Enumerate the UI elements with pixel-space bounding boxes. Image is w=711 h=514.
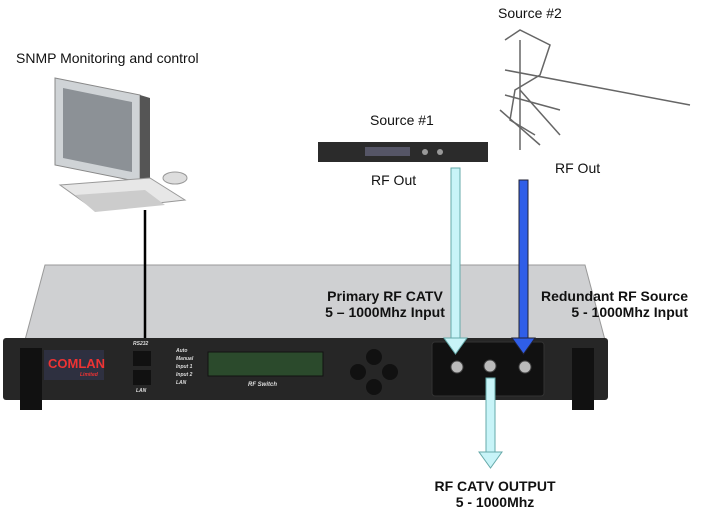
output-arrow bbox=[478, 377, 503, 469]
redundant-line2: 5 - 1000Mhz Input bbox=[571, 304, 688, 320]
source1-out-label: RF Out bbox=[371, 172, 417, 188]
lcd-display bbox=[207, 351, 324, 377]
led-input2: Input 2 bbox=[176, 372, 193, 378]
port-lan-label: LAN bbox=[136, 388, 147, 394]
primary-input-arrow bbox=[443, 167, 468, 355]
source1-device bbox=[318, 142, 488, 162]
led-manual: Manual bbox=[176, 356, 194, 362]
redundant-line1: Redundant RF Source bbox=[540, 288, 688, 304]
port-rs232-label: RS232 bbox=[133, 341, 149, 347]
display-caption: RF Switch bbox=[248, 382, 278, 388]
led-input1: Input 1 bbox=[176, 364, 193, 370]
antenna-illustration bbox=[499, 29, 691, 150]
primary-line2: 5 – 1000Mhz Input bbox=[325, 304, 445, 320]
brand-text: COMLAN bbox=[48, 356, 106, 371]
source2-label: Source #2 bbox=[498, 5, 562, 21]
brand-sub: Limited bbox=[80, 372, 98, 378]
brand-logo bbox=[44, 350, 104, 380]
redundant-input-arrow bbox=[511, 179, 536, 355]
primary-input-label: Primary RF CATV 5 – 1000Mhz Input bbox=[300, 288, 470, 320]
computer-illustration bbox=[54, 77, 188, 212]
output-line2: 5 - 1000Mhz bbox=[455, 494, 535, 510]
redundant-input-label: Redundant RF Source 5 - 1000Mhz Input bbox=[528, 288, 688, 320]
led-auto: Auto bbox=[176, 348, 188, 354]
primary-line1: Primary RF CATV bbox=[327, 288, 443, 304]
led-lan: LAN bbox=[176, 380, 187, 386]
rf-connectors bbox=[450, 359, 532, 374]
nav-buttons bbox=[350, 349, 398, 395]
source2-out-label: RF Out bbox=[555, 160, 601, 176]
output-line1: RF CATV OUTPUT bbox=[434, 478, 556, 494]
snmp-label: SNMP Monitoring and control bbox=[16, 50, 199, 66]
source1-label: Source #1 bbox=[370, 112, 434, 128]
output-label: RF CATV OUTPUT 5 - 1000Mhz bbox=[410, 478, 580, 510]
